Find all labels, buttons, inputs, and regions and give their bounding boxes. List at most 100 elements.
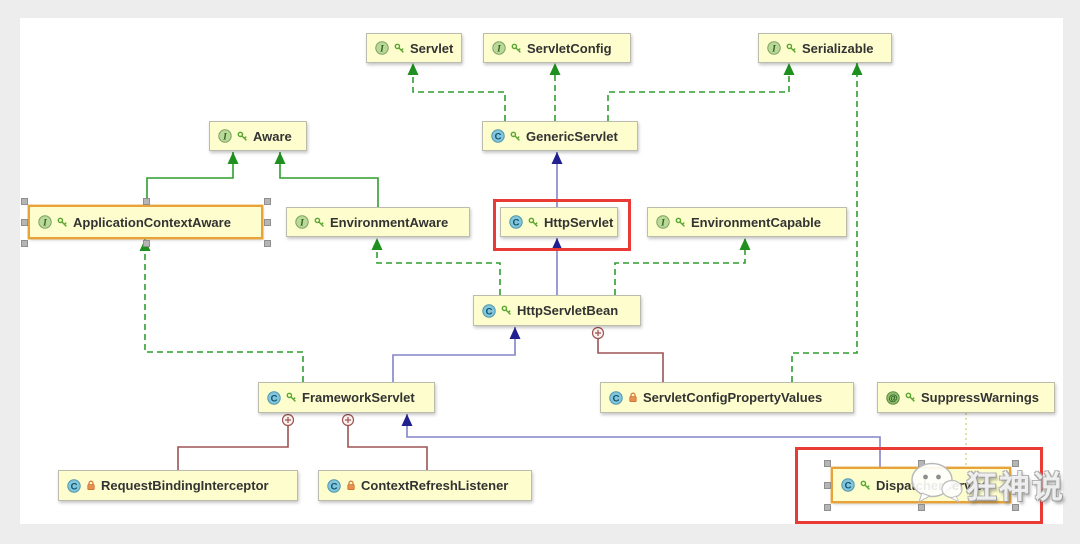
node-label: ServletConfigPropertyValues [643,390,823,405]
class-icon: C [491,129,505,143]
svg-text:I: I [222,132,227,142]
node-label: HttpServletBean [517,303,619,318]
node-aware[interactable]: I Aware [209,121,307,151]
selection-handle[interactable] [918,504,925,511]
node-servlet-config-property-values[interactable]: C ServletConfigPropertyValues [600,382,854,413]
svg-text:C: C [513,217,520,228]
selection-handle[interactable] [21,219,28,226]
node-label: GenericServlet [526,128,618,144]
edge-framework-servlet-extends-http-servlet-bean [392,327,516,382]
annotation-icon: @ [886,390,900,405]
node-label: SuppressWarnings [921,390,1039,405]
selection-handle[interactable] [142,198,150,205]
selection-handle[interactable] [824,460,831,467]
svg-text:I: I [379,44,384,54]
node-context-refresh-listener[interactable]: C ContextRefreshListener [318,470,532,501]
svg-text:C: C [613,393,620,404]
node-label: ContextRefreshListener [361,478,509,493]
selection-handle[interactable] [264,198,271,205]
node-label: ApplicationContextAware [73,214,231,230]
node-label: HttpServlet [544,214,614,230]
selection-handle[interactable] [824,504,831,511]
edge-application-context-aware-extends-aware [146,152,234,206]
node-label: EnvironmentAware [330,214,449,230]
selection-handle[interactable] [1012,482,1019,489]
class-icon: C [327,478,341,493]
selection-handle[interactable] [21,198,28,205]
arrowhead-icon [549,63,561,75]
public-key-icon [675,217,686,228]
svg-text:I: I [771,44,776,54]
arrowhead-icon [401,414,413,426]
node-framework-servlet[interactable]: C FrameworkServlet [258,382,435,413]
node-environment-capable[interactable]: I EnvironmentCapable [647,207,847,237]
svg-text:C: C [495,131,502,142]
arrowhead-icon [551,238,563,250]
selection-handle[interactable] [264,240,271,247]
selection-handle[interactable] [1012,504,1019,511]
public-key-icon [394,43,405,54]
node-generic-servlet[interactable]: C GenericServlet [482,121,638,151]
arrowhead-icon [551,152,563,164]
selection-handle[interactable] [142,240,150,247]
arrowhead-icon [274,152,286,164]
public-key-icon [511,43,522,54]
public-key-icon [57,217,68,228]
selection-handle[interactable] [824,482,831,489]
node-dispatcher-servlet[interactable]: C DispatcherServlet [832,468,1010,502]
public-key-icon [905,392,916,403]
class-icon: C [482,303,496,318]
diagram-canvas[interactable] [20,18,1063,524]
node-label: Servlet [410,40,454,56]
edge-http-servlet-bean-implements-environment-aware [376,238,501,295]
selection-handle[interactable] [918,460,925,467]
interface-icon: I [767,41,781,55]
node-environment-aware[interactable]: I EnvironmentAware [286,207,470,237]
node-serializable[interactable]: I Serializable [758,33,892,63]
inner-class-plus-icon [285,417,291,423]
arrowhead-icon [407,63,419,75]
node-servlet[interactable]: I Servlet [366,33,462,63]
arrowhead-icon [371,238,383,250]
edge-framework-servlet-inner-context-refresh-listener [347,426,428,470]
node-label: Serializable [802,40,874,56]
edge-http-servlet-bean-inner-servlet-config-property-values [597,339,664,382]
edge-generic-servlet-implements-servlet [412,63,506,121]
interface-icon: I [218,129,232,143]
node-label: DispatcherServlet [876,477,987,493]
edge-servlet-config-property-values-implements-serializable [791,63,858,382]
arrowhead-icon [783,63,795,75]
public-key-icon [286,392,297,403]
selection-handle[interactable] [1012,460,1019,467]
public-key-icon [786,43,797,54]
svg-text:C: C [71,481,78,492]
public-key-icon [510,131,521,142]
node-http-servlet[interactable]: C HttpServlet [500,207,618,237]
private-lock-icon [346,480,356,491]
svg-text:C: C [271,393,278,404]
node-http-servlet-bean[interactable]: C HttpServletBean [473,295,641,326]
edge-generic-servlet-implements-serializable [607,63,790,121]
node-label: Aware [253,128,292,144]
selection-handle[interactable] [264,219,271,226]
svg-text:I: I [660,218,665,228]
class-icon: C [841,478,855,492]
arrowhead-icon [227,152,239,164]
selection-handle[interactable] [21,240,28,247]
edge-framework-servlet-inner-request-binding-interceptor [177,426,289,470]
arrowhead-icon [739,238,751,250]
svg-text:I: I [496,44,501,54]
node-label: EnvironmentCapable [691,214,822,230]
node-label: FrameworkServlet [302,390,415,405]
private-lock-icon [628,392,638,403]
svg-text:C: C [331,481,338,492]
svg-text:C: C [845,480,852,491]
svg-text:I: I [299,218,304,228]
node-suppress-warnings[interactable]: @ SuppressWarnings [877,382,1055,413]
edge-dispatcher-servlet-extends-framework-servlet [406,414,881,468]
inner-class-plus-icon [595,330,601,336]
